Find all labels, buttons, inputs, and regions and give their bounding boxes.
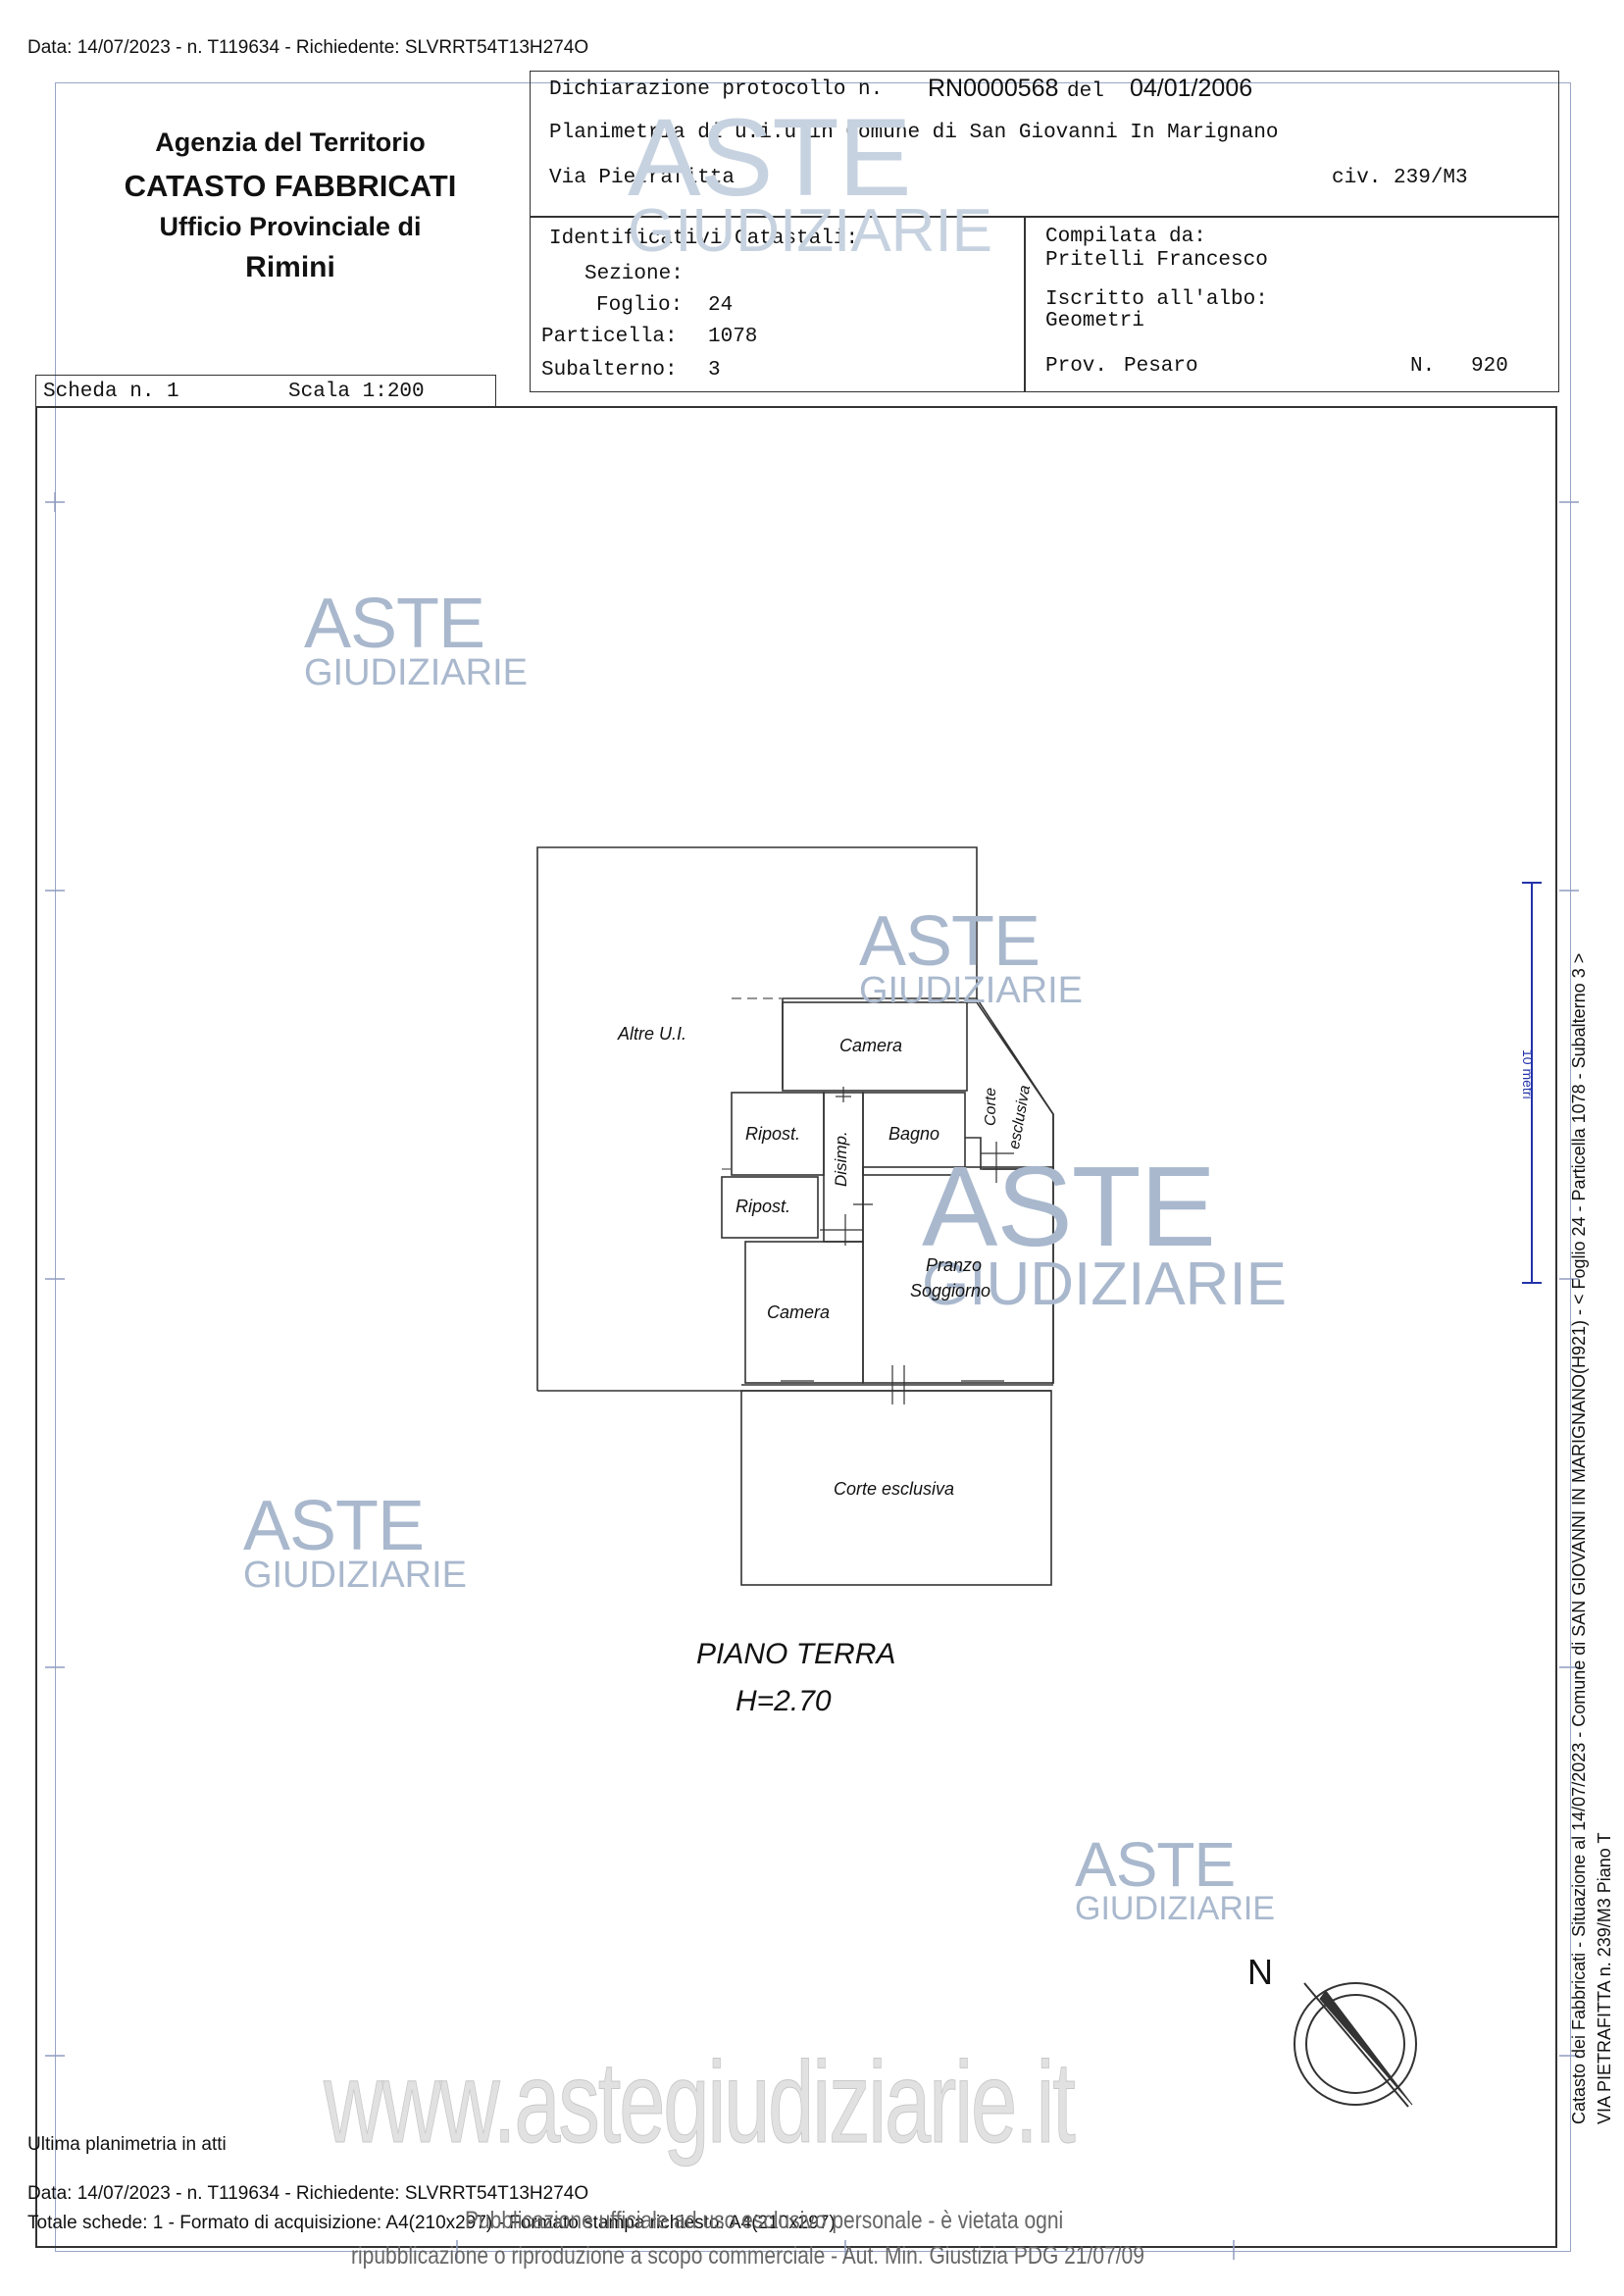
planimetria-line: Planimetria di u.i.u.in Comune di San Gi… <box>549 122 1279 144</box>
ufficio-title: Ufficio Provinciale di <box>159 212 422 241</box>
drawing-frame <box>35 406 1557 2248</box>
n-label: N. <box>1410 355 1436 378</box>
watermark-aste-text: ASTE <box>922 1143 1216 1270</box>
watermark-logo-6: ASTE GIUDIZIARIE <box>628 96 993 265</box>
compilata-name: Pritelli Francesco <box>1045 249 1268 272</box>
foglio-value: 24 <box>708 294 734 317</box>
watermark-logo-4: ASTE GIUDIZIARIE <box>243 1487 468 1596</box>
address-via: Via Pietrafitta <box>549 167 736 189</box>
room-pranzo: Pranzo <box>926 1255 983 1275</box>
albo-value: Geometri <box>1045 310 1144 332</box>
watermark-aste-text: ASTE <box>243 1487 425 1565</box>
catasto-title: CATASTO FABBRICATI <box>124 169 457 203</box>
north-compass <box>1294 1982 1417 2108</box>
watermark-aste-text: ASTE <box>859 902 1040 981</box>
publication-notice-2: ripubblicazione o riproduzione a scopo c… <box>351 2242 1144 2270</box>
watermark-aste-text: ASTE <box>304 585 485 663</box>
compilata-title: Compilata da: <box>1045 226 1206 248</box>
room-bagno: Bagno <box>888 1124 940 1144</box>
watermark-giudiziarie-text: GIUDIZIARIE <box>243 1555 468 1596</box>
dashed-boundary <box>722 997 783 1170</box>
publication-notice-1: Pubblicazione ufficiale ad uso esclusivo… <box>465 2207 1064 2234</box>
n-value: 920 <box>1471 355 1508 378</box>
request-info-bottom: Data: 14/07/2023 - n. T119634 - Richiede… <box>27 2183 589 2204</box>
declaration-number: RN0000568 <box>928 75 1059 102</box>
room-ripost-2: Ripost. <box>736 1197 791 1216</box>
room-soggiorno: Soggiorno <box>910 1281 991 1301</box>
declaration-date: 04/01/2006 <box>1130 75 1253 102</box>
room-disimp: Disimp. <box>832 1131 850 1187</box>
watermark-aste-text: ASTE <box>1075 1829 1236 1900</box>
floor-title: PIANO TERRA <box>696 1638 896 1670</box>
watermark-aste-text: ASTE <box>628 96 912 219</box>
particella-value: 1078 <box>708 326 758 348</box>
watermark-website: www.astegiudiziarie.it <box>324 2038 1077 2168</box>
request-info-top: Data: 14/07/2023 - n. T119634 - Richiede… <box>27 37 589 58</box>
particella-label: Particella: <box>541 326 678 348</box>
ultima-planimetria: Ultima planimetria in atti <box>27 2134 227 2155</box>
watermark-giudiziarie-text: GIUDIZIARIE <box>304 652 529 693</box>
watermark-logo-3: ASTE GIUDIZIARIE <box>922 1143 1288 1318</box>
room-camera-bottom: Camera <box>767 1302 831 1322</box>
north-label: N <box>1247 1952 1273 1992</box>
identificativi-box <box>530 216 1026 392</box>
albo-label: Iscritto all'albo: <box>1045 288 1268 311</box>
watermark-logo-2: ASTE GIUDIZIARIE <box>859 902 1084 1011</box>
registration-ticks <box>45 492 1579 2260</box>
agency-title: Agenzia del Territorio <box>155 128 426 157</box>
identificativi-title: Identificativi Catastali: <box>549 228 859 250</box>
scheda-number: Scheda n. 1 <box>43 381 179 403</box>
scale-bar-label: 10 metri <box>1520 1049 1536 1099</box>
side-info-line-2: VIA PIETRAFITTA n. 239/M3 Piano T <box>1595 1832 1614 2124</box>
provincia-title: Rimini <box>245 251 335 283</box>
watermark-giudiziarie-text: GIUDIZIARIE <box>628 197 993 265</box>
floor-height: H=2.70 <box>736 1685 832 1717</box>
subalterno-label: Subalterno: <box>541 359 678 382</box>
prov-value: Pesaro <box>1124 355 1198 378</box>
watermark-logo-5: ASTE GIUDIZIARIE <box>1075 1829 1276 1927</box>
sezione-label: Sezione: <box>584 263 684 285</box>
scala: Scala 1:200 <box>288 381 425 403</box>
foglio-label: Foglio: <box>596 294 684 317</box>
room-camera-top: Camera <box>839 1036 903 1055</box>
room-altre: Altre U.I. <box>618 1024 687 1044</box>
window-marks <box>781 1087 1014 1404</box>
room-corte-big: Corte esclusiva <box>834 1479 955 1499</box>
prov-label: Prov. <box>1045 355 1108 378</box>
declaration-label: Dichiarazione protocollo n. <box>549 78 884 101</box>
declaration-del: del <box>1067 80 1104 103</box>
declaration-box <box>530 71 1559 218</box>
address-civ: civ. 239/M3 <box>1332 167 1468 189</box>
registration-frame <box>55 82 1571 2252</box>
watermark-giudiziarie-text: GIUDIZIARIE <box>922 1250 1288 1318</box>
compilata-box <box>1024 216 1559 392</box>
watermark-giudiziarie-text: GIUDIZIARIE <box>1075 1890 1276 1927</box>
totale-schede: Totale schede: 1 - Formato di acquisizio… <box>27 2213 836 2233</box>
room-ripost-1: Ripost. <box>745 1124 801 1144</box>
watermark-giudiziarie-text: GIUDIZIARIE <box>859 970 1084 1011</box>
watermark-logo-1: ASTE GIUDIZIARIE <box>304 585 529 693</box>
side-info-line-1: Catasto dei Fabbricati - Situazione al 1… <box>1569 952 1589 2124</box>
scale-bar <box>1522 882 1542 1284</box>
subalterno-value: 3 <box>708 359 721 382</box>
room-corte-small-1: Corte <box>983 1087 999 1126</box>
